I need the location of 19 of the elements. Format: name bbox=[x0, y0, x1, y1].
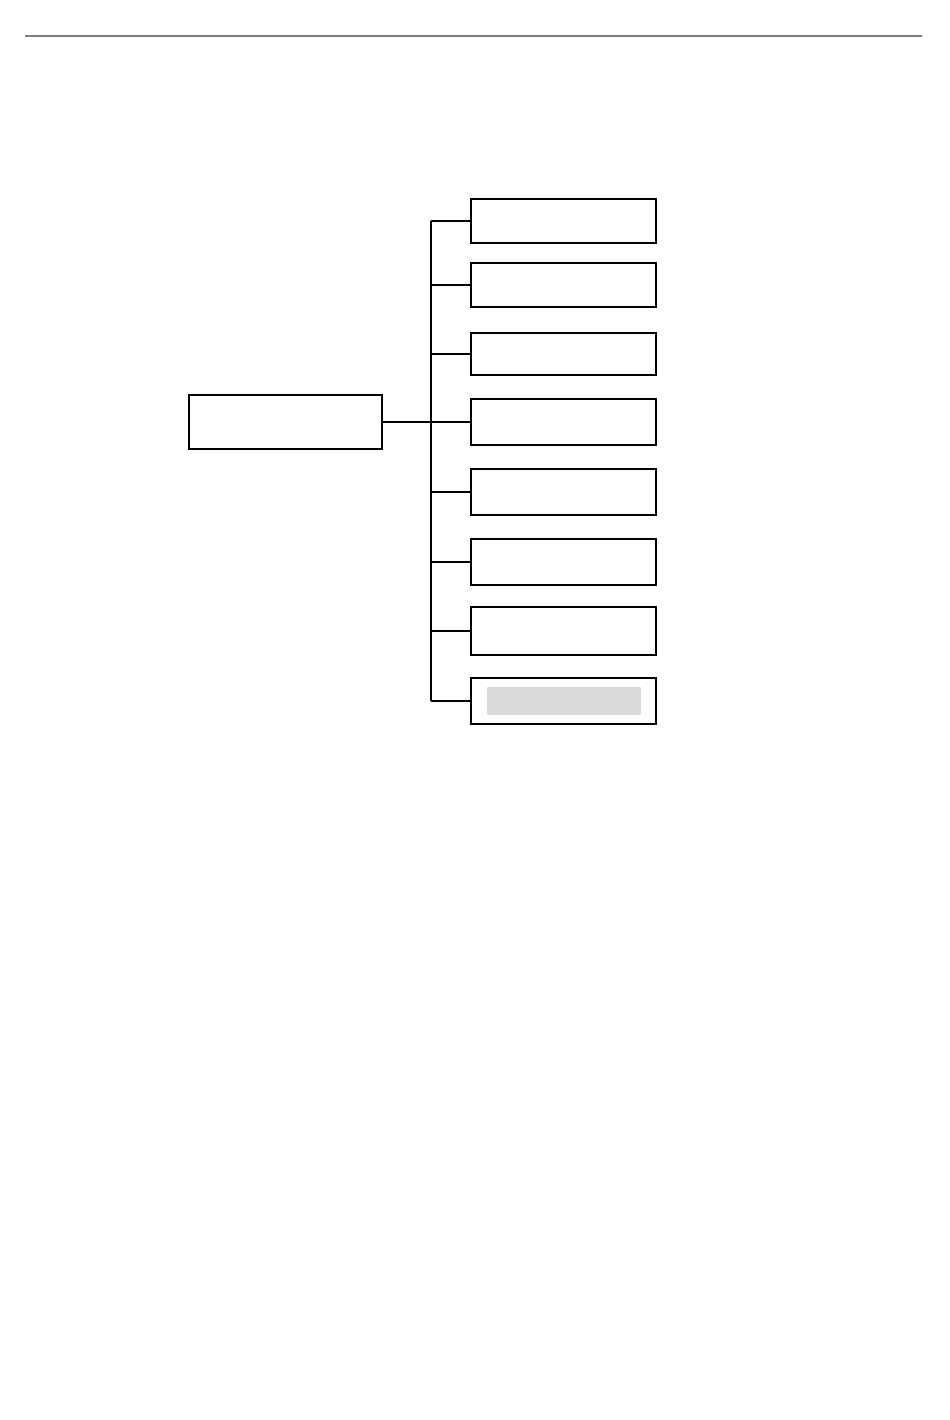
blank-box bbox=[470, 332, 657, 376]
connector-line bbox=[430, 630, 472, 632]
connector-line bbox=[430, 284, 472, 286]
connector-line bbox=[430, 353, 472, 355]
blank-box bbox=[470, 398, 657, 446]
blank-box bbox=[188, 394, 383, 450]
connector-line bbox=[430, 421, 472, 423]
blank-box bbox=[470, 606, 657, 656]
connector-line bbox=[430, 220, 472, 222]
blank-box bbox=[470, 538, 657, 586]
blank-box bbox=[470, 262, 657, 308]
blank-box bbox=[470, 677, 657, 725]
tree-connector bbox=[381, 220, 432, 702]
connector-line bbox=[430, 491, 472, 493]
blank-box bbox=[470, 198, 657, 244]
connector-line bbox=[430, 700, 472, 702]
shaded-bar bbox=[487, 687, 641, 715]
connector-line bbox=[430, 561, 472, 563]
blank-box bbox=[470, 468, 657, 516]
